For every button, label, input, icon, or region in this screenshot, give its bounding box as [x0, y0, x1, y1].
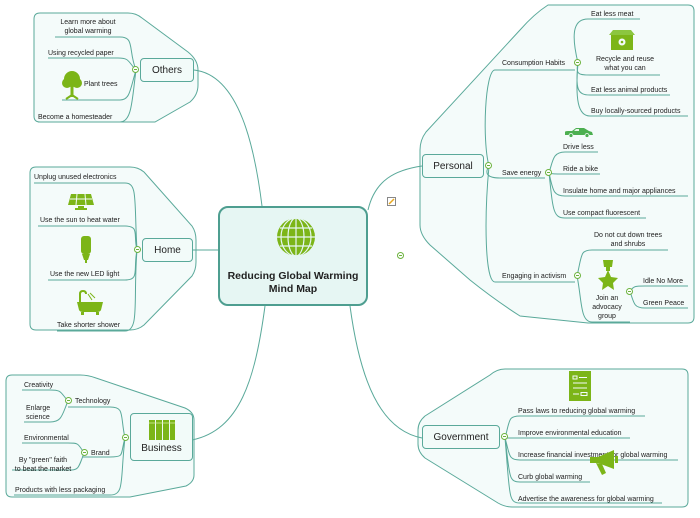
central-topic[interactable]: Reducing Global Warming Mind Map [218, 206, 368, 306]
others-branches [38, 36, 137, 123]
note-icon[interactable] [387, 197, 396, 206]
topic-home-label: Home [154, 244, 181, 256]
topic-personal-label: Personal [433, 160, 473, 172]
consumption-subtopic[interactable]: Consumption Habits [502, 60, 566, 67]
car-icon [565, 128, 593, 138]
document-icon [569, 371, 591, 401]
topic-others[interactable]: Others [140, 58, 194, 82]
government-item[interactable]: Improve environmental education [518, 430, 622, 437]
books-icon [148, 420, 175, 440]
topic-home[interactable]: Home [142, 238, 193, 262]
technology-item[interactable]: Enlarge science [26, 405, 51, 421]
topic-government[interactable]: Government [422, 425, 500, 449]
brand-item[interactable]: By "green" faith to beat the market [14, 457, 72, 473]
bathtub-icon [77, 290, 103, 315]
business-branches [14, 406, 126, 496]
energy-item[interactable]: Insulate home and major appliances [563, 188, 676, 195]
energy-item[interactable]: Drive less [563, 144, 594, 151]
home-branches [34, 182, 138, 332]
others-item[interactable]: Learn more about global warming [60, 19, 116, 35]
technology-collapse-toggle[interactable] [65, 397, 72, 404]
topic-business[interactable]: Business [130, 413, 193, 461]
technology-subtopic[interactable]: Technology [75, 398, 111, 405]
government-item[interactable]: Increase financial investment for global… [518, 452, 668, 459]
others-item[interactable]: Using recycled paper [48, 50, 114, 57]
government-item[interactable]: Advertise the awareness for global warmi… [518, 496, 654, 503]
topic-others-label: Others [151, 64, 182, 76]
activism-branches [576, 249, 668, 323]
home-item[interactable]: Use the sun to heat water [40, 217, 120, 224]
consumption-item[interactable]: Eat less animal products [591, 87, 668, 94]
activism-item[interactable]: Do not cut down trees and shrubs [593, 232, 663, 248]
group-collapse-toggle[interactable] [626, 288, 633, 295]
energy-item[interactable]: Use compact fluorescent [563, 210, 641, 217]
central-collapse-toggle[interactable] [397, 252, 404, 259]
megaphone-icon [590, 450, 618, 475]
solar-panel-icon [68, 193, 94, 210]
tree-icon [62, 71, 82, 100]
consumption-branches [573, 18, 688, 117]
brand-subtopic[interactable]: Brand [91, 450, 110, 457]
others-collapse-toggle[interactable] [132, 66, 139, 73]
central-title: Reducing Global Warming Mind Map [227, 270, 359, 295]
recycle-box-icon [609, 30, 635, 50]
activism-item[interactable]: Join an advocacy group [592, 295, 622, 320]
government-collapse-toggle[interactable] [501, 433, 508, 440]
others-item[interactable]: Plant trees [84, 81, 118, 88]
brand-item[interactable]: Environmental [24, 435, 69, 442]
energy-branches [548, 151, 688, 219]
connector-business [191, 305, 266, 441]
government-item[interactable]: Curb global warming [518, 474, 583, 481]
connector-others [193, 69, 263, 207]
brand-collapse-toggle[interactable] [81, 449, 88, 456]
medal-icon [598, 260, 618, 290]
group-item[interactable]: Idle No More [643, 278, 684, 285]
business-region [5, 374, 195, 498]
home-item[interactable]: Unplug unused electronics [34, 174, 117, 181]
home-collapse-toggle[interactable] [134, 246, 141, 253]
topic-personal[interactable]: Personal [422, 154, 484, 178]
home-item[interactable]: Use the new LED light [50, 271, 120, 278]
others-region [33, 12, 199, 123]
government-branches [504, 415, 678, 504]
technology-item[interactable]: Creativity [24, 382, 54, 389]
activism-subtopic[interactable]: Engaging in activism [502, 273, 567, 280]
others-item[interactable]: Become a homesteader [38, 114, 113, 121]
home-item[interactable]: Take shorter shower [57, 322, 121, 329]
consumption-item[interactable]: Eat less meat [591, 11, 634, 18]
consumption-item[interactable]: Recycle and reuse what you can [596, 56, 654, 72]
energy-collapse-toggle[interactable] [545, 169, 552, 176]
group-item[interactable]: Green Peace [643, 300, 685, 307]
energy-subtopic[interactable]: Save energy [502, 170, 542, 177]
government-item[interactable]: Pass laws to reducing global warming [518, 408, 636, 415]
home-region [29, 166, 197, 331]
topic-business-label: Business [141, 443, 182, 454]
energy-item[interactable]: Ride a bike [563, 166, 599, 173]
light-bulb-icon [81, 236, 91, 263]
connector-government [349, 305, 423, 439]
business-item[interactable]: Products with less packaging [15, 487, 106, 494]
globe-icon [277, 217, 315, 257]
topic-government-label: Government [433, 431, 489, 443]
connector-personal [367, 165, 423, 211]
consumption-item[interactable]: Buy locally-sourced products [591, 108, 681, 115]
consumption-collapse-toggle[interactable] [574, 59, 581, 66]
personal-collapse-toggle[interactable] [485, 162, 492, 169]
business-collapse-toggle[interactable] [122, 434, 129, 441]
activism-collapse-toggle[interactable] [574, 272, 581, 279]
